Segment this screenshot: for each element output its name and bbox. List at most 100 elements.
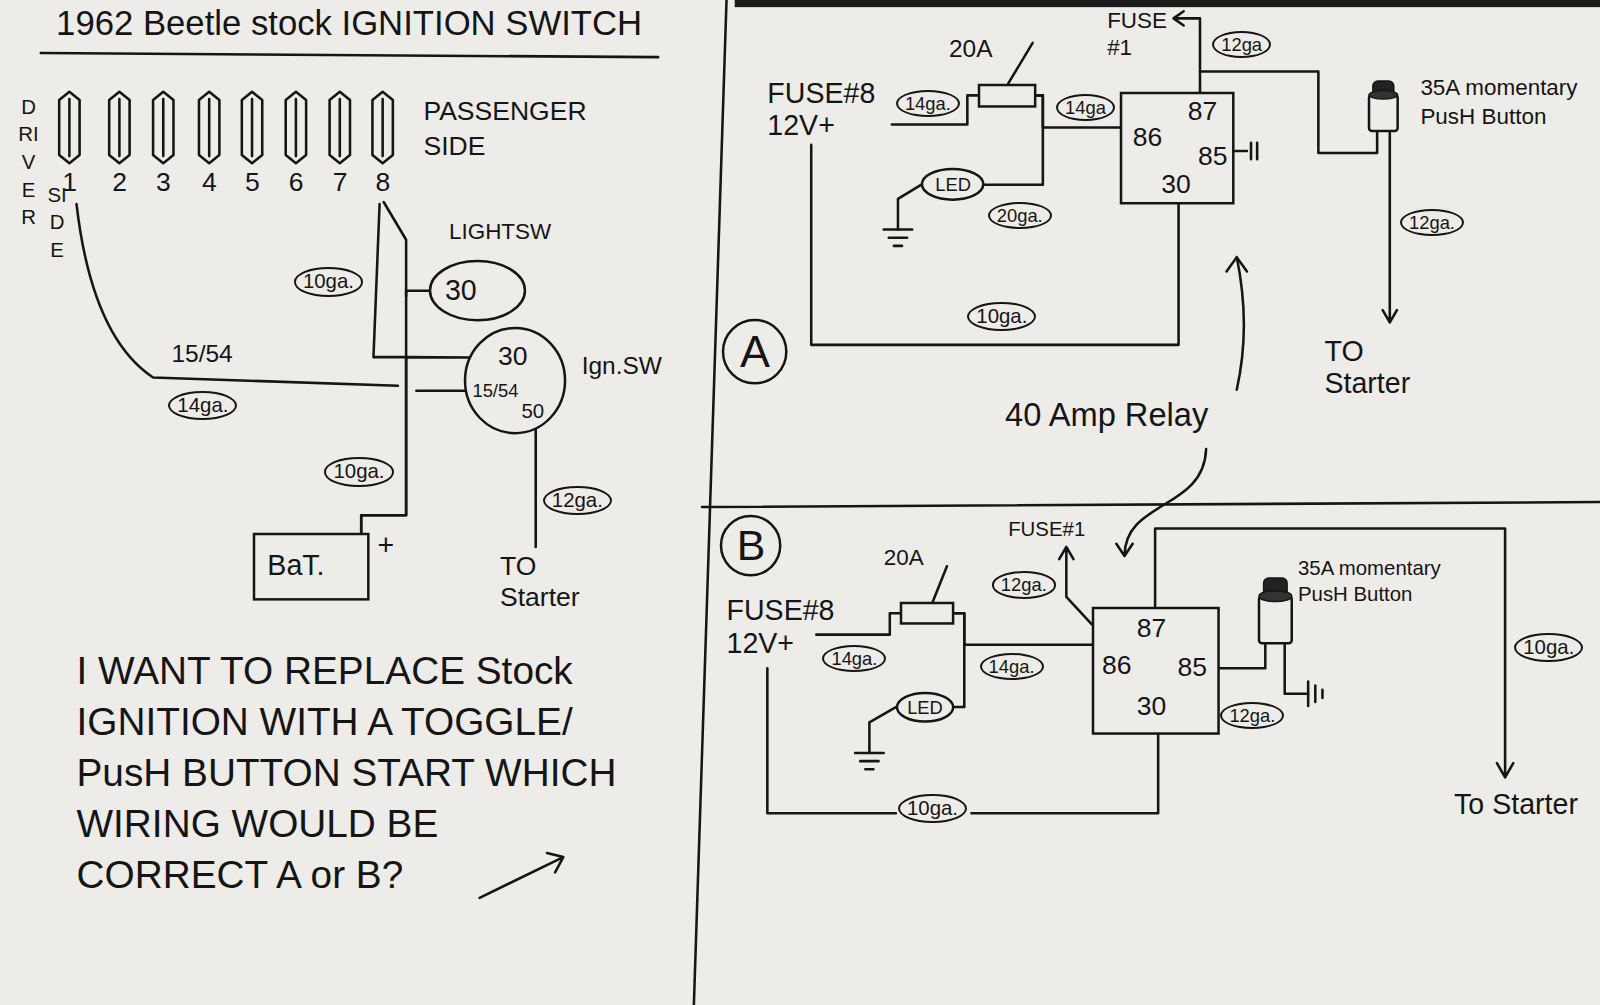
destination-label: TO Starter [1324,335,1436,400]
wire-connector [361,357,469,532]
ground-symbol [855,753,884,769]
relay-box: 87868530 [1092,607,1220,735]
outline-rect [1093,608,1219,734]
wire [1285,645,1308,694]
destination-label: FUSE#1 [1008,518,1085,541]
pin-number: 87 [1188,96,1218,127]
wire-gauge: 14ga. [168,391,237,420]
relay-box: 87 86 8530 [1120,92,1234,204]
button-name: 35A momentary PusH Button [1420,74,1597,131]
terminal-number: 30 [445,274,477,307]
title: 1962 Beetle stock IGNITION SWITCH [56,4,642,43]
fuse-number: 8 [376,167,391,198]
fuse-number: 7 [333,167,348,198]
fuse-symbol [153,92,173,163]
node-outline [429,260,526,321]
option-circle: B [720,515,781,576]
outline-rect [254,534,368,599]
wire-gauge: 12ga [1212,31,1271,58]
wire [811,145,1178,345]
outline-ellipse [721,516,780,575]
callout: 40 Amp Relay [1005,396,1208,434]
node-outline [978,84,1036,107]
wire-gauge: 14ga. [980,653,1044,680]
pin-number: 30 [1161,169,1191,200]
fuse-blade [933,566,947,602]
side-label: PASSENGER SIDE [423,94,596,163]
wire-gauge: 10ga. [1514,633,1583,662]
wire-connector [985,95,1043,184]
outline-ellipse [897,693,953,722]
wire [869,707,896,753]
outline-rect [979,85,1035,106]
ground-symbol [1308,682,1322,706]
outline-ellipse [465,328,565,433]
wire-gauge: 10ga. [967,302,1036,331]
wire-gauge: 14ga. [822,645,886,672]
battery-name: BaT. [267,549,324,582]
option-circle: A [722,319,787,384]
fuse-symbol [286,92,306,163]
wire [1059,547,1092,625]
fuse-rating: 20A [949,35,993,63]
pointer-arrow [1116,449,1206,556]
led-name: LED [935,174,971,195]
pin-number: 85 [1178,652,1208,683]
pin-number: 86 [1133,122,1163,153]
wire [373,202,406,357]
outline-ellipse [430,261,525,320]
wire-gauge: 10ga. [294,267,363,296]
outline-rect [1121,93,1233,203]
button-name: 35A momentary PusH Button [1298,556,1463,607]
node-outline [900,602,954,624]
pin-number: 30 [1137,691,1167,722]
pin-number: 85 [1198,141,1228,172]
terminal-number: 50 [521,400,544,423]
button-rim [1259,590,1292,601]
fuse-number: 4 [202,167,217,198]
wire-connector [1219,645,1265,668]
wire [898,185,921,230]
inline-fuse: 20A [900,602,954,624]
fuse-symbol [199,92,219,163]
side-label: SIDE [47,182,67,265]
wire [1155,529,1513,778]
wire-connector [954,613,964,707]
led-indicator: LED [921,168,984,201]
outline-ellipse [922,169,983,200]
pointer-arrow [1227,257,1247,390]
button-body [1369,94,1398,130]
panel-divider [694,0,1600,1005]
wire-gauge: 12ga. [1400,209,1464,236]
wire-gauge: 10ga. [898,794,967,823]
wire [416,390,465,393]
switch-name: Ign.SW [582,352,662,380]
light-switch: LIGHTSW30 [429,260,526,321]
source-label: FUSE#8 12V+ [727,594,844,659]
button-rim [1369,90,1398,98]
side-label: DRIVER [18,94,38,232]
wire-gauge: 10ga. [324,457,393,486]
wire [1383,133,1397,323]
wire-connector [361,291,428,533]
wire [767,668,1158,813]
fuse-number: 6 [289,167,304,198]
wire-gauge: 12ga. [1220,702,1284,729]
wire-connector [954,613,1092,645]
polarity-mark: + [378,529,395,562]
ignition-switch: 3015/5450Ign.SW [464,327,566,434]
fuse-symbol [109,92,129,163]
fuse-rating: 20A [884,545,924,571]
destination-label: TO Starter [500,551,602,612]
terminal-number: 15/54 [472,380,518,401]
switch-name: LIGHTSW [449,219,551,245]
pointer-arrow [480,853,564,898]
push-button: 35A momentary PusH Button [1367,80,1400,133]
pin-number: 87 [1137,613,1167,644]
led-indicator: LED [896,692,954,723]
fuse-symbol [372,92,392,163]
wire [1173,11,1200,71]
option-letter: A [740,326,770,378]
wire-gauge: 12ga. [992,571,1056,598]
